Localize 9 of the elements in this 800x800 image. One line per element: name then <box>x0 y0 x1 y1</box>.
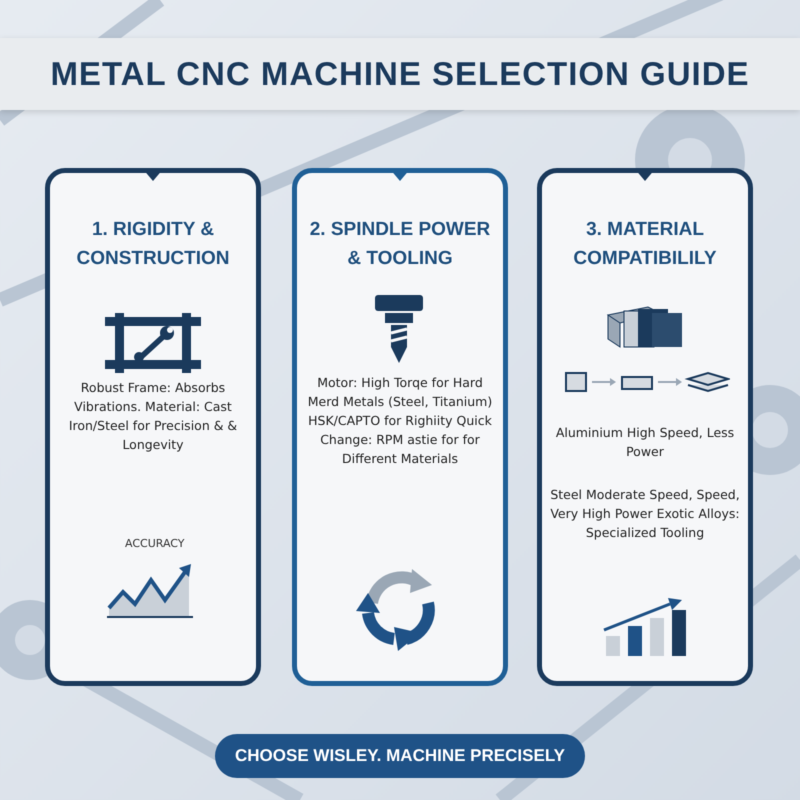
card-heading: 1. RIGIDITY & CONSTRUCTION <box>75 218 231 271</box>
card-text: Aluminium High Speed, Less Power <box>554 424 736 461</box>
card-text: Robust Frame: Absorbs Vibrations. Material: Cast Iron/Steel for Precision & & Longevity <box>68 379 238 454</box>
card-text: Steel Moderate Speed, Speed, Very High Power Exotic Alloys: Specialized Tooling <box>550 486 740 542</box>
card-heading: 2. SPINDLE POWER & TOOLING <box>308 218 492 271</box>
card-heading: 3. MATERIAL COMPATIBILILY <box>572 218 718 271</box>
chart-label: ACCURACY <box>125 537 184 550</box>
title: METAL CNC MACHINE SELECTION GUIDE <box>50 55 750 93</box>
card-text: Motor: High Torqe for Hard Merd Metals (Steel, Titanium) HSK/CAPTO for Righiity Quick Change: RPM astie for for Different Materials <box>306 374 494 468</box>
